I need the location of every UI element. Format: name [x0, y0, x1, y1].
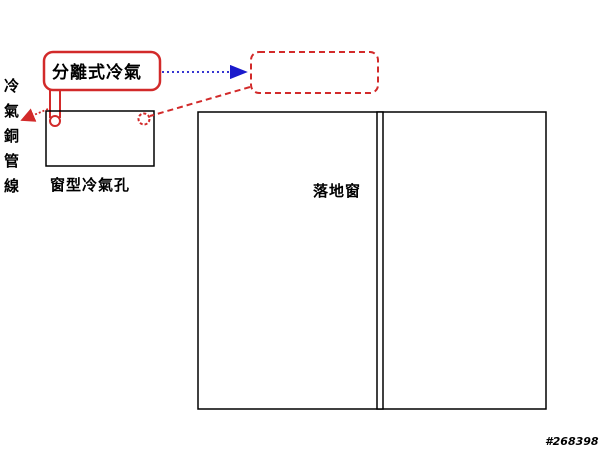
- floor-window-mullion: [376, 111, 384, 410]
- floor-window-frame: [197, 111, 547, 410]
- copper-pipe-char-2: 氣: [4, 102, 19, 120]
- pipe-opening-right: [137, 112, 151, 126]
- window-ac-hole-label: 窗型冷氣孔: [50, 176, 130, 194]
- copper-pipe-char-1: 冷: [4, 77, 19, 95]
- pipe-opening-left: [49, 115, 61, 127]
- watermark-id: #268398: [545, 435, 599, 448]
- dashed-pipe-line: [149, 86, 251, 117]
- copper-pipe-char-4: 管: [4, 152, 19, 170]
- copper-pipe-char-3: 銅: [4, 127, 19, 145]
- floor-window-label: 落地窗: [313, 182, 361, 200]
- copper-pipe-char-5: 線: [4, 177, 19, 195]
- new-ac-position-box: [250, 51, 379, 94]
- copper-pipe-arrow: [20, 108, 49, 122]
- window-ac-hole-rect: [45, 110, 155, 167]
- split-ac-label: 分離式冷氣: [52, 62, 142, 83]
- split-ac-box: [42, 50, 162, 92]
